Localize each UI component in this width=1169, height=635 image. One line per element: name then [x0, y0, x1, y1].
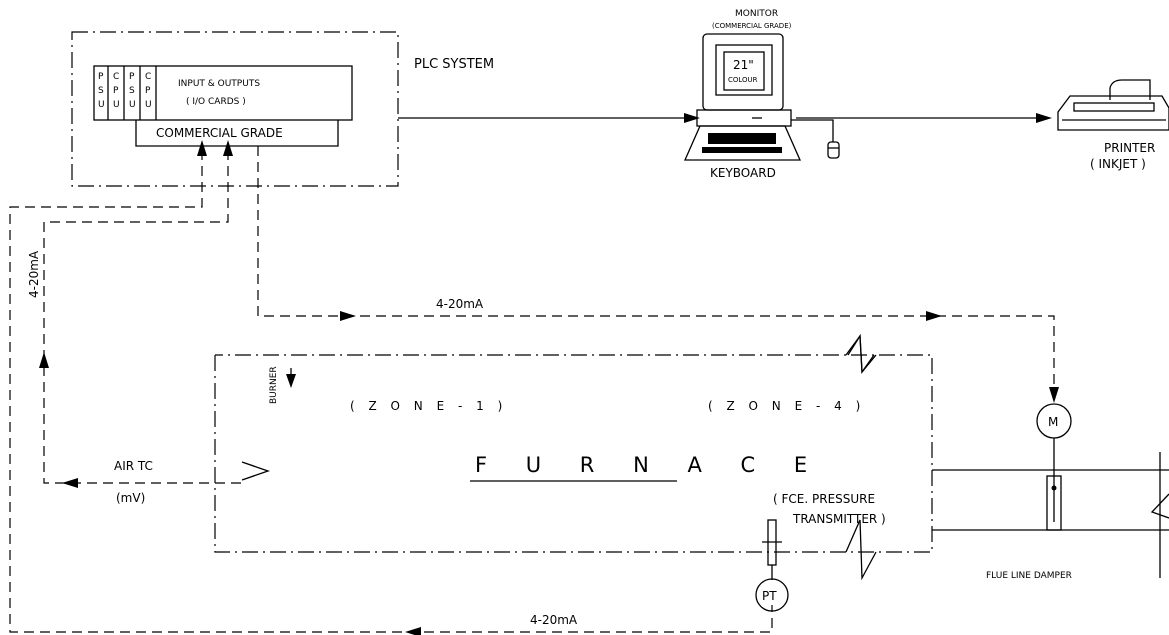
keyboard-keys [702, 147, 782, 153]
plc-slot-cpu-1: C P U [113, 72, 120, 110]
arrow-head [1036, 113, 1052, 123]
plc-slot-letter: P [145, 86, 151, 96]
bottom-signal-label: 4-20mA [530, 613, 578, 627]
motor-signal-loop: 4-20mA [257, 146, 1059, 403]
pressure-transmitter-label: ( FCE. PRESSURE [773, 492, 875, 506]
left-signal-label: 4-20mA [27, 250, 41, 298]
burner-arrow [286, 374, 296, 388]
motor-signal-line [257, 146, 1055, 395]
monitor-sublabel: (COMMERCIAL GRADE) [712, 22, 792, 30]
plc-io-bracket [135, 120, 339, 147]
furnace: BURNER ( Z O N E - 1 ) ( Z O N E - 4 ) F… [214, 333, 933, 581]
arrow-head [405, 627, 421, 635]
furnace-break-top [845, 334, 877, 374]
air-tc-label: AIR TC [114, 459, 153, 473]
pressure-transmitter: PT [755, 519, 789, 612]
pt-signal-loop: 4-20mA [9, 140, 773, 635]
monitor-base [696, 109, 792, 127]
monitor-screen-size: 21" [733, 58, 754, 72]
plc-slot-letter: U [113, 100, 120, 110]
keyboard-body [684, 125, 801, 161]
top-signal-label: 4-20mA [436, 297, 484, 311]
plc-io-cards-label: ( I/O CARDS ) [186, 97, 246, 107]
printer-label: PRINTER [1104, 141, 1155, 155]
furnace-title: F U R N A C E [475, 453, 823, 477]
damper-pivot [1051, 485, 1057, 491]
monitor-screen [715, 44, 773, 96]
plc-slot-letter: U [129, 100, 136, 110]
arrow-head [1049, 387, 1059, 403]
furnace-break-bottom [845, 519, 877, 581]
plc-slot-letter: P [129, 72, 135, 82]
printer-paper [1109, 79, 1151, 100]
flue-line: M FLUE LINE DAMPER [932, 403, 1169, 581]
plc-slot-psu-1: P S U [98, 72, 105, 110]
plc-slot-letter: U [145, 100, 152, 110]
motor-label: M [1048, 415, 1058, 429]
keyboard-keys [708, 133, 776, 144]
printer-body [1057, 95, 1169, 131]
pt-signal-line [9, 150, 773, 633]
plc-system-title: PLC SYSTEM [414, 57, 494, 72]
plc-slot-letter: P [113, 86, 119, 96]
mouse-icon [827, 141, 840, 159]
plc-grade-label: COMMERCIAL GRADE [156, 126, 283, 140]
keyboard: KEYBOARD [684, 125, 801, 180]
printer: PRINTER ( INKJET ) [1057, 79, 1169, 171]
arrow-head [197, 140, 207, 156]
plc-system-boundary [71, 31, 399, 187]
monitor-screen-inner [723, 51, 765, 91]
arrow-head [39, 352, 49, 368]
printer-slot [1073, 102, 1155, 112]
plc-slot-letter: S [98, 86, 104, 96]
plc-slot-cpu-2: C P U [145, 72, 152, 110]
monitor-screen-type: COLOUR [728, 76, 758, 84]
plc-to-printer-link [398, 113, 1052, 123]
damper-blade [1046, 475, 1062, 531]
plc-slot-letter: C [145, 72, 151, 82]
plc-slot-letter: U [98, 100, 105, 110]
mouse-cable [791, 119, 834, 142]
zone-4-label: ( Z O N E - 4 ) [708, 399, 865, 413]
arrow-head [62, 478, 78, 488]
pt-icon [755, 578, 789, 612]
arrow-head [926, 311, 942, 321]
plc-rack: P S U C P U P S U C P U INPUT & OUTPUTS … [93, 65, 353, 121]
air-tc-unit-label: (mV) [116, 491, 145, 505]
plc-slot-psu-2: P S U [129, 72, 136, 110]
thermocouple-icon [241, 461, 270, 481]
plc-slot-letter: S [129, 86, 135, 96]
printer-sublabel: ( INKJET ) [1090, 157, 1146, 171]
monitor: MONITOR (COMMERCIAL GRADE) 21" COLOUR [696, 9, 792, 127]
flue-line-break [1150, 493, 1169, 519]
plc-rack-frame [93, 65, 353, 121]
pt-label: PT [762, 589, 777, 603]
mouse [791, 119, 840, 159]
zone-1-label: ( Z O N E - 1 ) [350, 399, 507, 413]
furnace-boundary [214, 354, 933, 553]
damper-label: FLUE LINE DAMPER [986, 571, 1072, 581]
plc-slot-letter: P [98, 72, 104, 82]
arrow-head [223, 140, 233, 156]
keyboard-label: KEYBOARD [710, 166, 776, 180]
plc-io-label: INPUT & OUTPUTS [178, 79, 260, 89]
air-tc-line [43, 150, 244, 484]
air-tc-loop: 4-20mA AIR TC (mV) [27, 140, 270, 505]
plc-system: PLC SYSTEM P S U C P U P S U [71, 31, 494, 187]
pressure-transmitter-sublabel: TRANSMITTER ) [792, 512, 886, 526]
monitor-label: MONITOR [735, 9, 778, 19]
arrow-head [684, 113, 700, 123]
arrow-head [340, 311, 356, 321]
plc-slot-letter: C [113, 72, 119, 82]
burner-label: BURNER [269, 366, 279, 404]
